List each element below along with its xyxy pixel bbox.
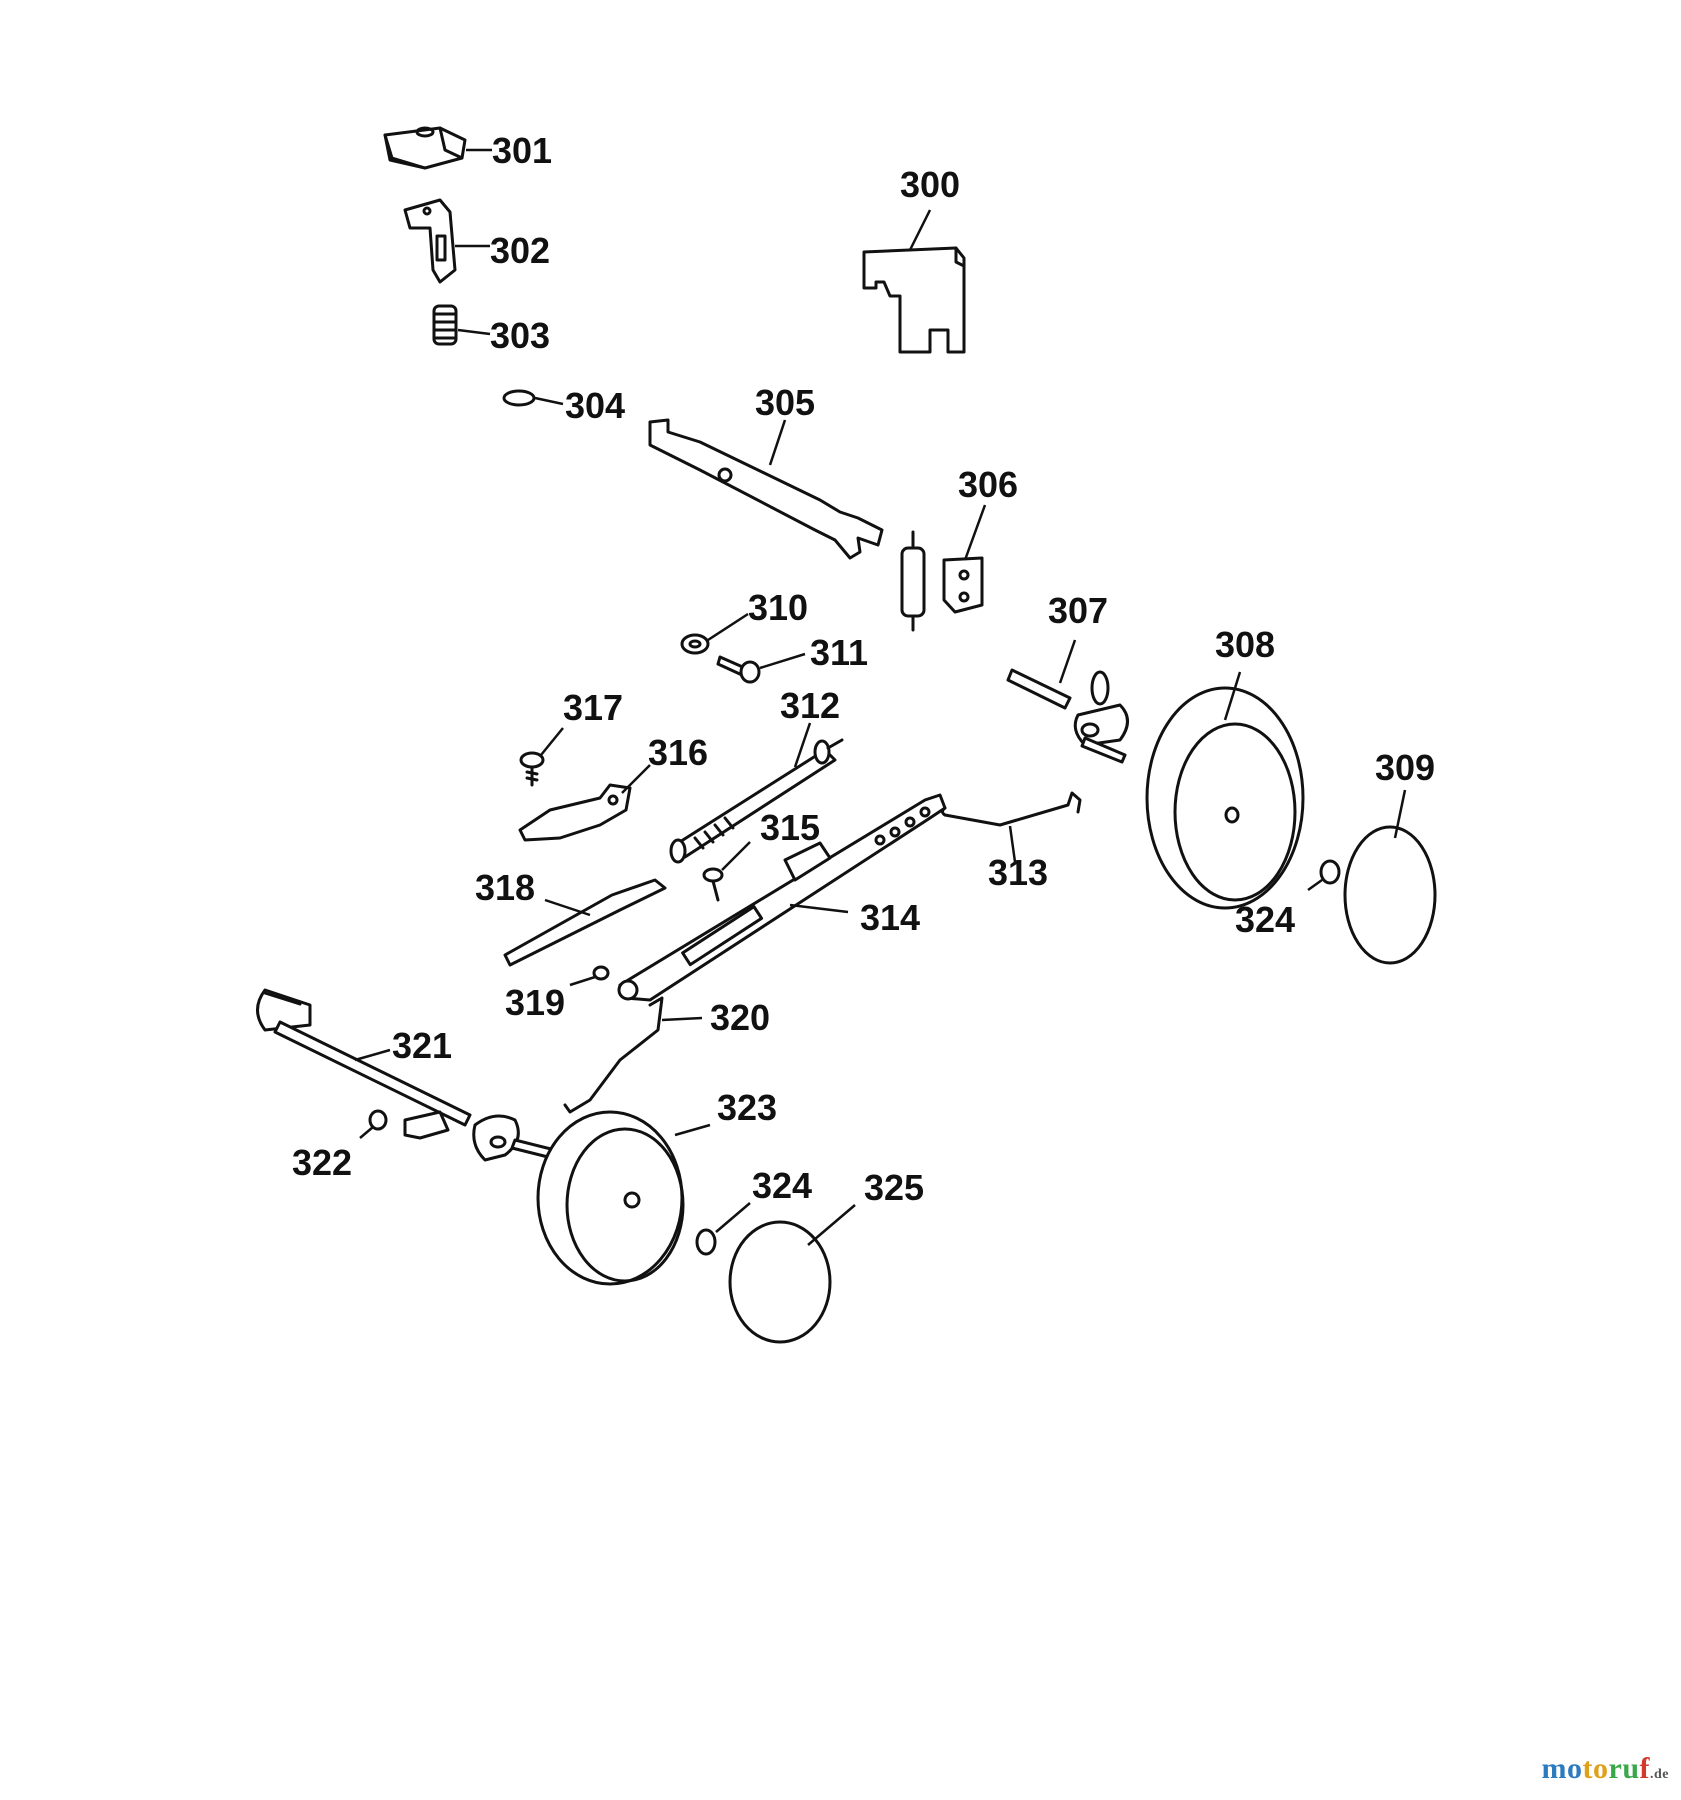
part-319-clip[interactable] [592,965,610,981]
part-302-bracket[interactable] [403,198,457,284]
leader-303 [457,328,491,336]
part-label: 314 [860,897,920,938]
leader-312 [793,722,812,768]
part-label: 318 [475,867,535,908]
part-label: 324 [1235,899,1295,940]
part-label: 307 [1048,590,1108,631]
leader-325 [807,1204,856,1246]
leader-314 [789,903,849,914]
part-321-axle[interactable] [256,988,557,1162]
part-324-nut[interactable] [695,1228,717,1256]
part-314-lever[interactable] [617,793,947,1002]
watermark-logo: motoruf.de [1542,1752,1670,1786]
leader-324a [1307,878,1323,892]
watermark-domain: .de [1650,1767,1669,1782]
leader-319 [569,975,596,987]
leader-300 [908,209,932,251]
part-309-hubcap[interactable] [1343,825,1437,965]
part-label: 319 [505,982,565,1023]
part-316-clip[interactable] [518,783,632,842]
leader-323 [674,1123,711,1137]
part-label: 324 [752,1165,812,1206]
part-label: 301 [492,130,552,171]
part-label: 321 [392,1025,452,1066]
part-305-bracket[interactable] [648,418,884,560]
leader-320 [661,1016,703,1022]
leader-321 [354,1048,391,1062]
part-303-spring[interactable] [432,304,458,346]
part-label: 310 [748,587,808,628]
part-label: 308 [1215,624,1275,665]
part-310-washer[interactable] [680,633,710,655]
part-325-hubcap[interactable] [728,1220,832,1344]
part-label: 312 [780,685,840,726]
part-label: 309 [1375,747,1435,788]
part-320-spring-rod[interactable] [563,996,664,1114]
part-label: 306 [958,464,1018,505]
leader-324b [715,1202,751,1233]
watermark-logo-part2: to [1582,1752,1609,1785]
leader-322 [359,1126,374,1139]
part-300-plate[interactable] [862,246,966,354]
part-318-strip[interactable] [503,878,667,967]
part-label: 325 [864,1167,924,1208]
watermark-logo-part4: f [1639,1752,1650,1785]
watermark-logo-part3: ru [1608,1752,1640,1785]
part-304-nut[interactable] [502,389,536,407]
watermark-logo-part1: mo [1541,1752,1583,1785]
leader-315 [721,841,751,871]
part-306-hinge[interactable] [900,530,984,632]
part-label: 313 [988,852,1048,893]
part-301-cap[interactable] [383,126,467,170]
part-label: 305 [755,382,815,423]
part-label: 315 [760,807,820,848]
part-label: 317 [563,687,623,728]
part-323-wheel[interactable] [536,1110,685,1286]
leader-305 [768,419,787,466]
part-label: 304 [565,385,625,426]
part-label: 311 [810,632,868,673]
leader-309 [1393,789,1407,839]
part-315-screw[interactable] [702,867,724,902]
part-label: 320 [710,997,770,1038]
part-307-axle[interactable] [1006,668,1129,764]
part-label: 322 [292,1142,352,1183]
part-317-screw[interactable] [519,751,545,787]
part-308-wheel[interactable] [1145,686,1305,910]
part-311-bolt[interactable] [716,655,761,684]
leader-307 [1058,639,1077,684]
part-label: 303 [490,315,550,356]
part-label: 302 [490,230,550,271]
part-312-shaft[interactable] [669,738,844,864]
part-324-nut[interactable] [1319,859,1341,885]
leader-304 [534,396,564,406]
leader-313 [1008,825,1017,863]
leader-317 [540,727,564,756]
leader-306 [963,504,987,561]
part-label: 323 [717,1087,777,1128]
leader-310 [707,612,749,642]
leader-318 [544,898,591,917]
part-313-rod[interactable] [941,791,1082,827]
part-label: 300 [900,164,960,205]
leader-308 [1223,671,1242,721]
leader-316 [621,764,651,794]
part-label: 316 [648,732,708,773]
part-322-nut[interactable] [368,1109,388,1131]
leader-311 [759,652,806,670]
